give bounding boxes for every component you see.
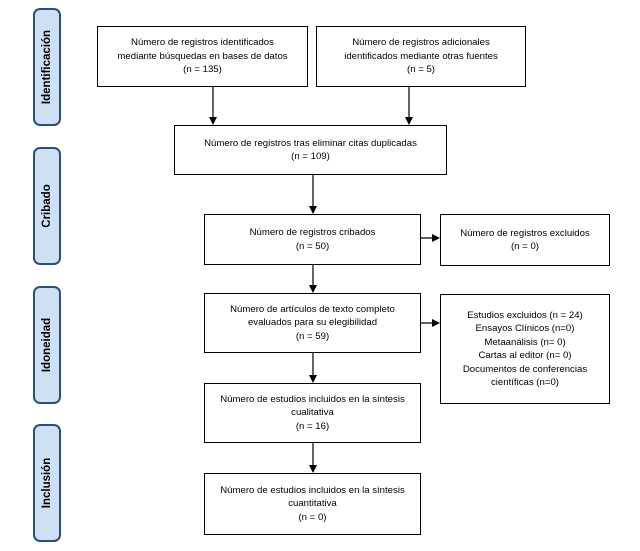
phase-cribado: Cribado [33,147,61,265]
box-excluded-studies: Estudios excluidos (n = 24) Ensayos Clín… [440,294,610,404]
phase-idoneidad: Idoneidad [33,286,61,404]
box-quantitative-synthesis: Número de estudios incluidos en la sínte… [204,473,421,535]
box-screened-records: Número de registros cribados (n = 50) [204,214,421,265]
phase-inclusion: Inclusión [33,424,61,542]
box-excluded-records: Número de registros excluidos (n = 0) [440,214,610,266]
box-qualitative-synthesis: Número de estudios incluidos en la sínte… [204,383,421,443]
box-deduplicated-records: Número de registros tras eliminar citas … [174,125,447,175]
box-other-source-records: Número de registros adicionales identifi… [316,26,526,87]
box-database-records: Número de registros identificados median… [97,26,308,87]
phase-identificacion: Identificación [33,8,61,126]
box-fulltext-articles: Número de artículos de texto completo ev… [204,293,421,353]
